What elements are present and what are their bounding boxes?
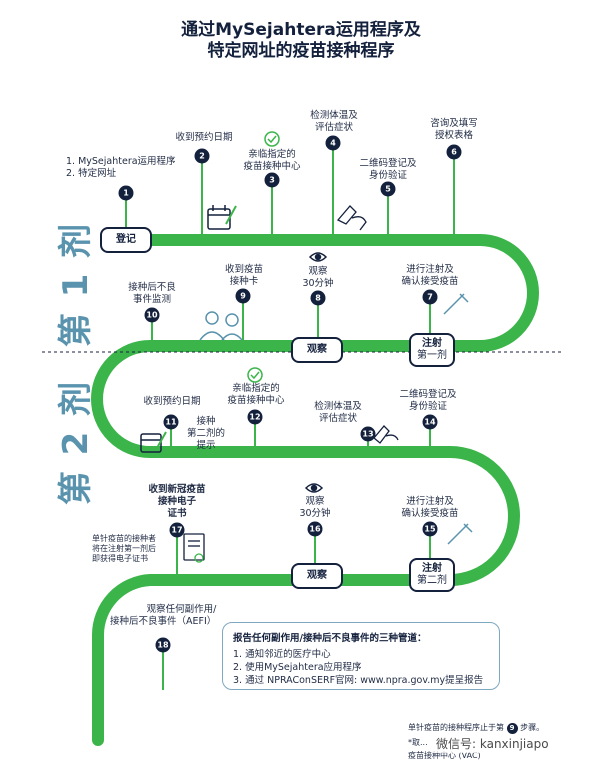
observe-2-pill: 观察 [291,563,343,589]
step-15-label: 进行注射及 确认接受疫苗 [401,496,459,519]
thermometer-hand-icon-2 [373,425,399,444]
wechat-watermark: 微信号: kanxinjiapo [432,734,553,753]
step-11-label: 收到预约日期 [143,396,201,407]
step-16-label: 观察 30分钟 [299,496,331,519]
step-3-number: 3 [264,172,280,188]
injection-dose-2-main: 注射 [422,563,442,574]
footnote-line-3: 疫苗接种中心 (VAC) [408,751,481,760]
step-15-number: 15 [422,521,438,537]
check-icon-2 [247,367,263,383]
step-10-number: 10 [144,307,160,323]
title-line-2: 特定网址的疫苗接种程序 [207,41,395,61]
footnote-line-1: 单针疫苗的接种程序止于第 9 步骤。 [408,722,544,734]
injection-dose-1-sub: 第一剂 [417,350,447,361]
calendar-icon-2 [140,431,167,453]
step-14-label: 二维码登记及 身份验证 [399,389,457,412]
step-5-number: 5 [380,181,396,197]
title-line-1: 通过MySejahtera运用程序及 [181,20,421,40]
report-channels-box: 报告任何副作用/接种后不良事件的三种管道： 1. 通知邻近的医疗中心 2. 使用… [222,622,500,690]
register-pill: 登记 [100,227,152,253]
step-18-label: 观察任何副作用/ 接种后不良事件（AEFI） [110,604,217,627]
step-1-label: 1. MySejahtera运用程序 2. 特定网址 [66,156,176,179]
step-7-number: 7 [422,289,438,305]
report-channel-2: 2. 使用MySejahtera应用程序 [233,662,362,673]
eye-icon [308,252,328,262]
injection-dose-2-sub: 第二剂 [417,575,447,586]
step-7-label: 进行注射及 确认接受疫苗 [401,264,459,287]
dose-2-label: 第 2 剂 [56,379,97,506]
step-13-number: 13 [360,426,376,442]
footnote-line-2: *取... [408,738,428,747]
step-8-number: 8 [310,290,326,306]
step-10-label: 接种后不良 事件监测 [128,282,176,305]
report-channel-1: 1. 通知邻近的医疗中心 [233,649,331,660]
step-6-label: 咨询及填写 授权表格 [430,118,478,141]
step-17-number: 17 [169,522,185,538]
step-12-reminder-label: 接种 第二剂的 提示 [186,416,226,451]
footnote-step-number: 9 [506,723,518,734]
check-icon [264,131,280,147]
syringe-icon [443,293,469,315]
step-2-label: 收到预约日期 [175,132,233,143]
report-channel-3: 3. 通过 NPRAConSERF官网: www.npra.gov.my提呈报告 [233,675,484,686]
step-6-number: 6 [446,144,462,160]
step-12-number: 12 [247,409,263,425]
footnote-text-end: 步骤。 [520,723,545,732]
step-1-number: 1 [118,185,134,201]
people-icon [199,311,243,341]
observe-1-pill: 观察 [291,337,343,363]
step-14-number: 14 [422,414,438,430]
step-4-number: 4 [325,135,341,151]
step-3-label: 亲临指定的 疫苗接种中心 [243,149,301,172]
step-16-number: 16 [307,521,323,537]
step-2-number: 2 [194,148,210,164]
step-8-label: 观察 30分钟 [302,266,334,289]
syringe-icon-2 [447,523,473,545]
calendar-icon [207,205,237,230]
step-18-number: 18 [155,637,171,653]
step-12-label: 亲临指定的 疫苗接种中心 [227,383,285,406]
injection-dose-1-pill: 注射 第一剂 [409,333,455,367]
step-4-label: 检测体温及 评估症状 [310,110,358,133]
dose-1-label: 第 1 剂 [56,221,97,348]
report-channels-heading: 报告任何副作用/接种后不良事件的三种管道： [233,633,427,644]
step-17-label: 收到新冠疫苗 接种电子 证书 [148,484,206,519]
injection-dose-2-pill: 注射 第二剂 [409,558,455,592]
step-9-label: 收到疫苗 接种卡 [224,264,264,287]
step-17-note: 单针疫苗的接种者 将在注射第一剂后 即获得电子证书 [92,534,156,563]
thermometer-hand-icon [336,205,367,231]
injection-dose-1-main: 注射 [422,338,442,349]
step-5-label: 二维码登记及 身份验证 [359,158,417,181]
step-13-label: 检测体温及 评估症状 [314,401,362,424]
certificate-icon [183,533,205,563]
footnote-text: 单针疫苗的接种程序止于第 [408,723,504,732]
step-11-number: 11 [163,414,179,430]
step-9-number: 9 [235,288,251,304]
eye-icon-2 [304,483,324,493]
